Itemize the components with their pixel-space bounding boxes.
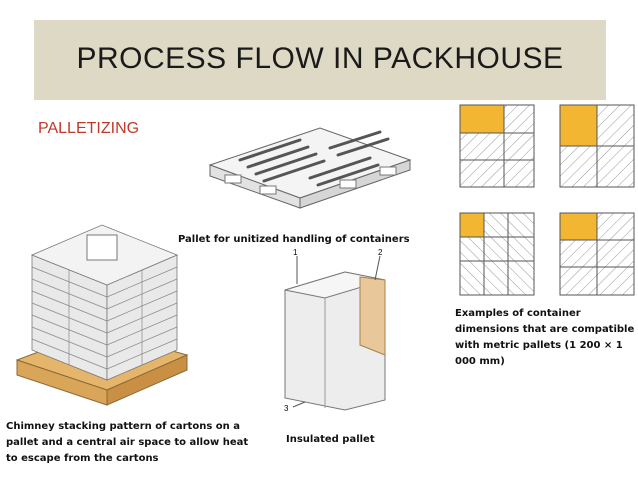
chimney-stacking-illustration [15,224,189,406]
insulated-caption: Insulated pallet [286,434,375,445]
insulated-pallet-illustration: 1 2 3 [284,248,386,413]
callout-2: 2 [378,248,383,257]
callout-1: 1 [293,248,298,257]
callout-3: 3 [284,404,289,413]
chimney-caption: Chimney stacking pattern of cartons on a… [6,421,249,464]
slide-title: PROCESS FLOW IN PACKHOUSE [76,42,564,75]
pallet-caption: Pallet for unitized handling of containe… [178,234,410,245]
container-caption: Examples of container dimensions that ar… [455,308,635,367]
section-heading: PALLETIZING [38,120,140,137]
container-dimension-grids [459,104,635,296]
pallet-illustration [208,127,412,209]
title-band [34,20,606,100]
